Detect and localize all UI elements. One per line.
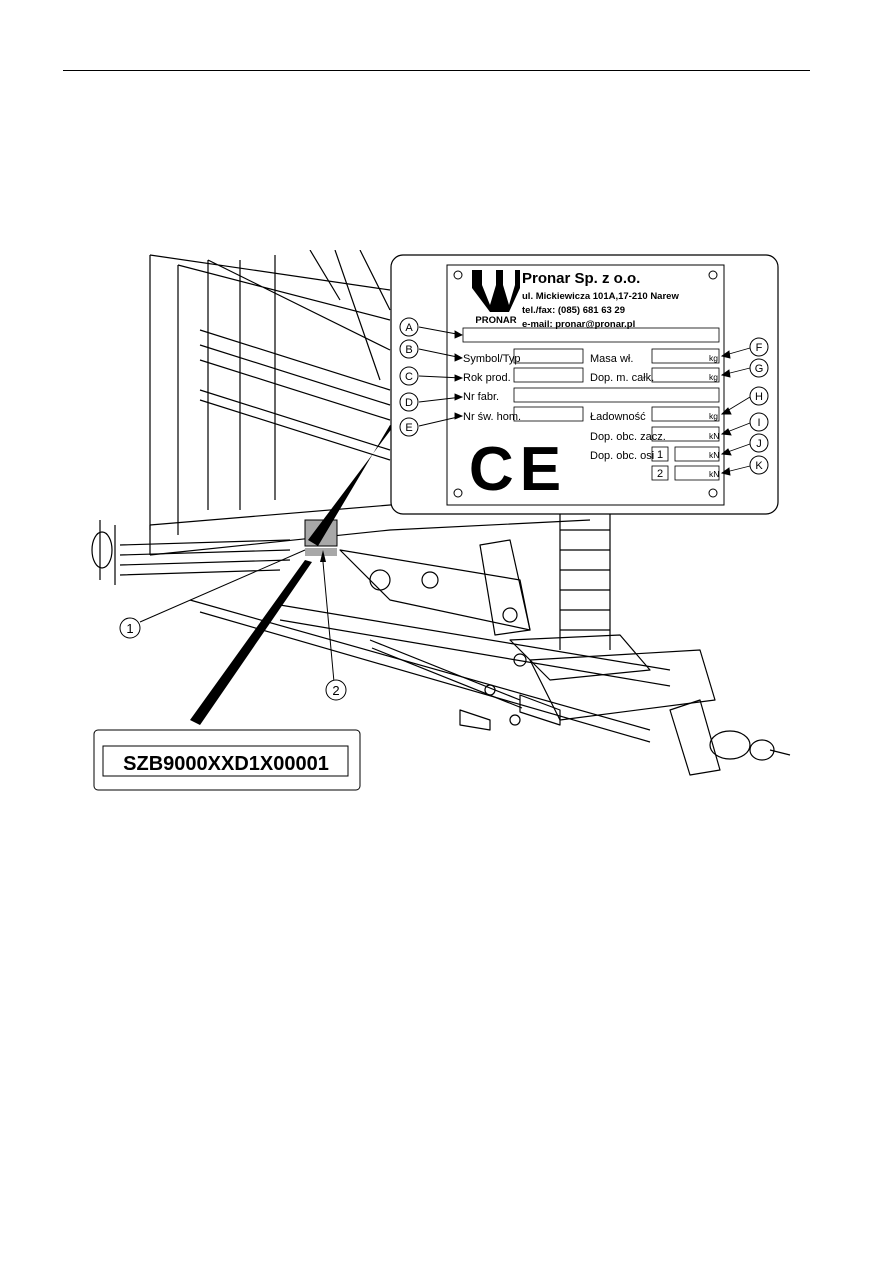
header-rule: [63, 70, 810, 71]
nameplate-location-figure: 1 2 SZB9000XXD1X00001 PRONAR Pronar Sp. …: [90, 250, 795, 795]
trailer-drawing: [91, 250, 791, 776]
